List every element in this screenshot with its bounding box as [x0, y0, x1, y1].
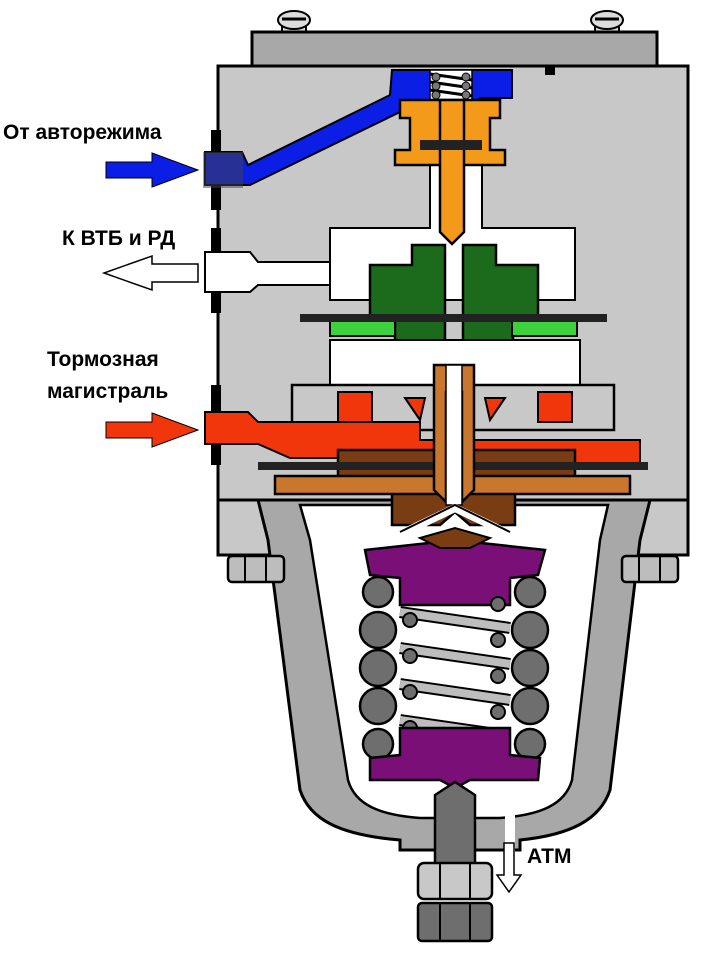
top-spring — [429, 69, 473, 101]
vtb-rd-passage — [204, 251, 331, 293]
top-cover-plate — [250, 30, 659, 70]
autoregime-fitting — [203, 152, 243, 188]
adjusting-screw — [433, 780, 477, 872]
piston-ring-left — [329, 319, 396, 337]
piston-ring-right — [511, 319, 578, 337]
top-marker — [545, 67, 555, 75]
autoregime-arrow — [105, 152, 200, 188]
main-spring — [399, 606, 511, 742]
label-from-autoregime: От авторежима — [3, 121, 162, 144]
upper-valve-stem — [438, 98, 466, 246]
valve-contact — [403, 503, 507, 536]
atm-vent-gap — [505, 815, 515, 855]
valve-seat-left — [403, 397, 427, 423]
upper-seal — [420, 140, 482, 150]
red-insert-right — [537, 391, 573, 423]
brown-cap — [417, 526, 493, 549]
label-atm: АТМ — [527, 845, 572, 868]
spring-coil-sections-left — [358, 575, 398, 761]
lock-nut — [416, 861, 494, 901]
valve-contact-outline — [399, 503, 511, 533]
spring-cup-lower — [368, 726, 542, 790]
label-to-vtb-rd: К ВТБ и РД — [62, 227, 176, 250]
bolt-left — [226, 554, 286, 584]
diaphragm-upper — [300, 314, 607, 322]
brake-line-arrow — [105, 412, 200, 448]
red-insert-left — [337, 391, 373, 423]
vtb-rd-arrow — [101, 254, 199, 292]
label-brake-line-2: магистраль — [47, 380, 169, 403]
spring-coil-sections-right — [510, 575, 550, 761]
bolt-right — [620, 554, 680, 584]
valve-seat-right — [483, 397, 507, 423]
stem-bore — [445, 364, 463, 506]
atm-arrow — [495, 842, 523, 894]
screw-end — [416, 901, 494, 943]
label-brake-line-1: Тормозная — [47, 348, 159, 371]
